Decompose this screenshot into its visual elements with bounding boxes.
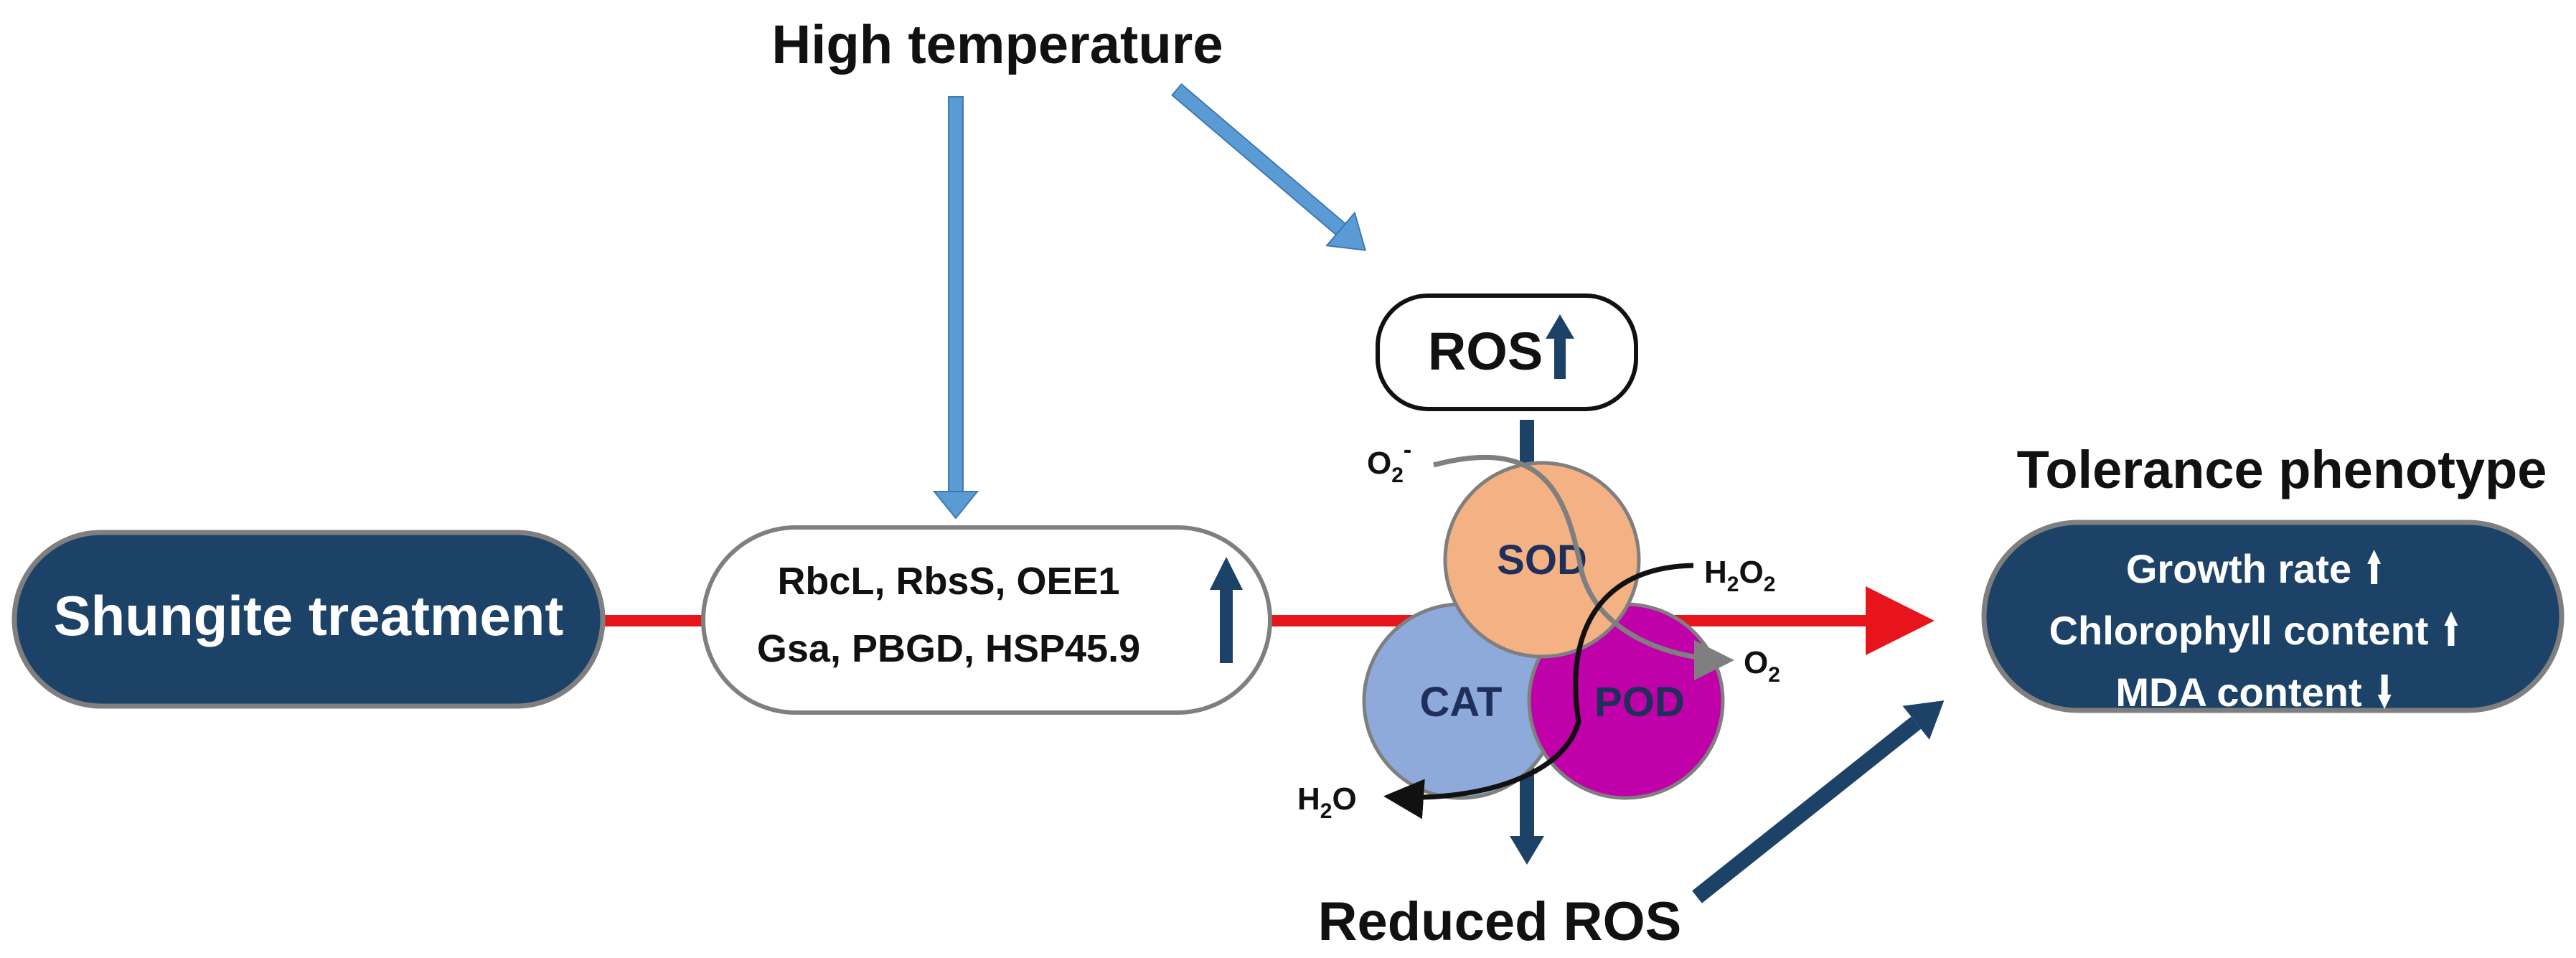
phenotype-trait-row: Chlorophyll content	[2049, 608, 2458, 653]
phenotype-trait-label: MDA content	[2115, 670, 2361, 715]
phenotype-trait-label: Chlorophyll content	[2049, 608, 2429, 653]
pod-label: POD	[1594, 679, 1685, 725]
genes-up-arrow-icon	[1210, 557, 1243, 663]
phenotype-heading: Tolerance phenotype	[2017, 440, 2547, 499]
o2-label: O2	[1744, 645, 1780, 687]
trait-up-arrow-icon	[2444, 611, 2458, 646]
heat-to-ros-arrow	[1171, 83, 1367, 251]
o2-minus-to-o2-curve	[1433, 455, 1734, 680]
reduced-to-phenotype-arrow	[1692, 700, 1945, 903]
genes-box: RbcL, RbsS, OEE1 Gsa, PBGD, HSP45.9	[701, 525, 1272, 715]
genes-line-2: Gsa, PBGD, HSP45.9	[757, 627, 1140, 670]
h2o2-to-h2o-curve	[1383, 563, 1694, 820]
treatment-box: Shungite treatment	[11, 530, 606, 709]
trait-up-arrow-icon	[2367, 550, 2382, 584]
phenotype-trait-row: Growth rate	[2126, 546, 2382, 591]
sod-circle	[1443, 461, 1641, 659]
trait-down-arrow-icon	[2377, 675, 2392, 709]
heat-to-genes-arrow	[932, 96, 979, 520]
phenotype-trait-row: MDA content	[2115, 670, 2392, 715]
h2o-label: H2O	[1297, 781, 1357, 823]
h2o2-label: H2O2	[1704, 555, 1775, 596]
ros-label: ROS	[1428, 321, 1543, 381]
phenotype-trait-label: Growth rate	[2126, 546, 2351, 591]
o2-minus-label: O2-	[1367, 436, 1411, 487]
cat-label: CAT	[1420, 679, 1503, 725]
ros-box: ROS	[1376, 293, 1638, 411]
ros-up-arrow-icon	[1546, 314, 1574, 379]
genes-line-1: RbcL, RbsS, OEE1	[777, 560, 1119, 603]
stress-label: High temperature	[771, 14, 1223, 75]
reduced-ros-label: Reduced ROS	[1318, 891, 1682, 952]
treatment-label: Shungite treatment	[54, 584, 564, 647]
sod-label: SOD	[1497, 537, 1587, 583]
